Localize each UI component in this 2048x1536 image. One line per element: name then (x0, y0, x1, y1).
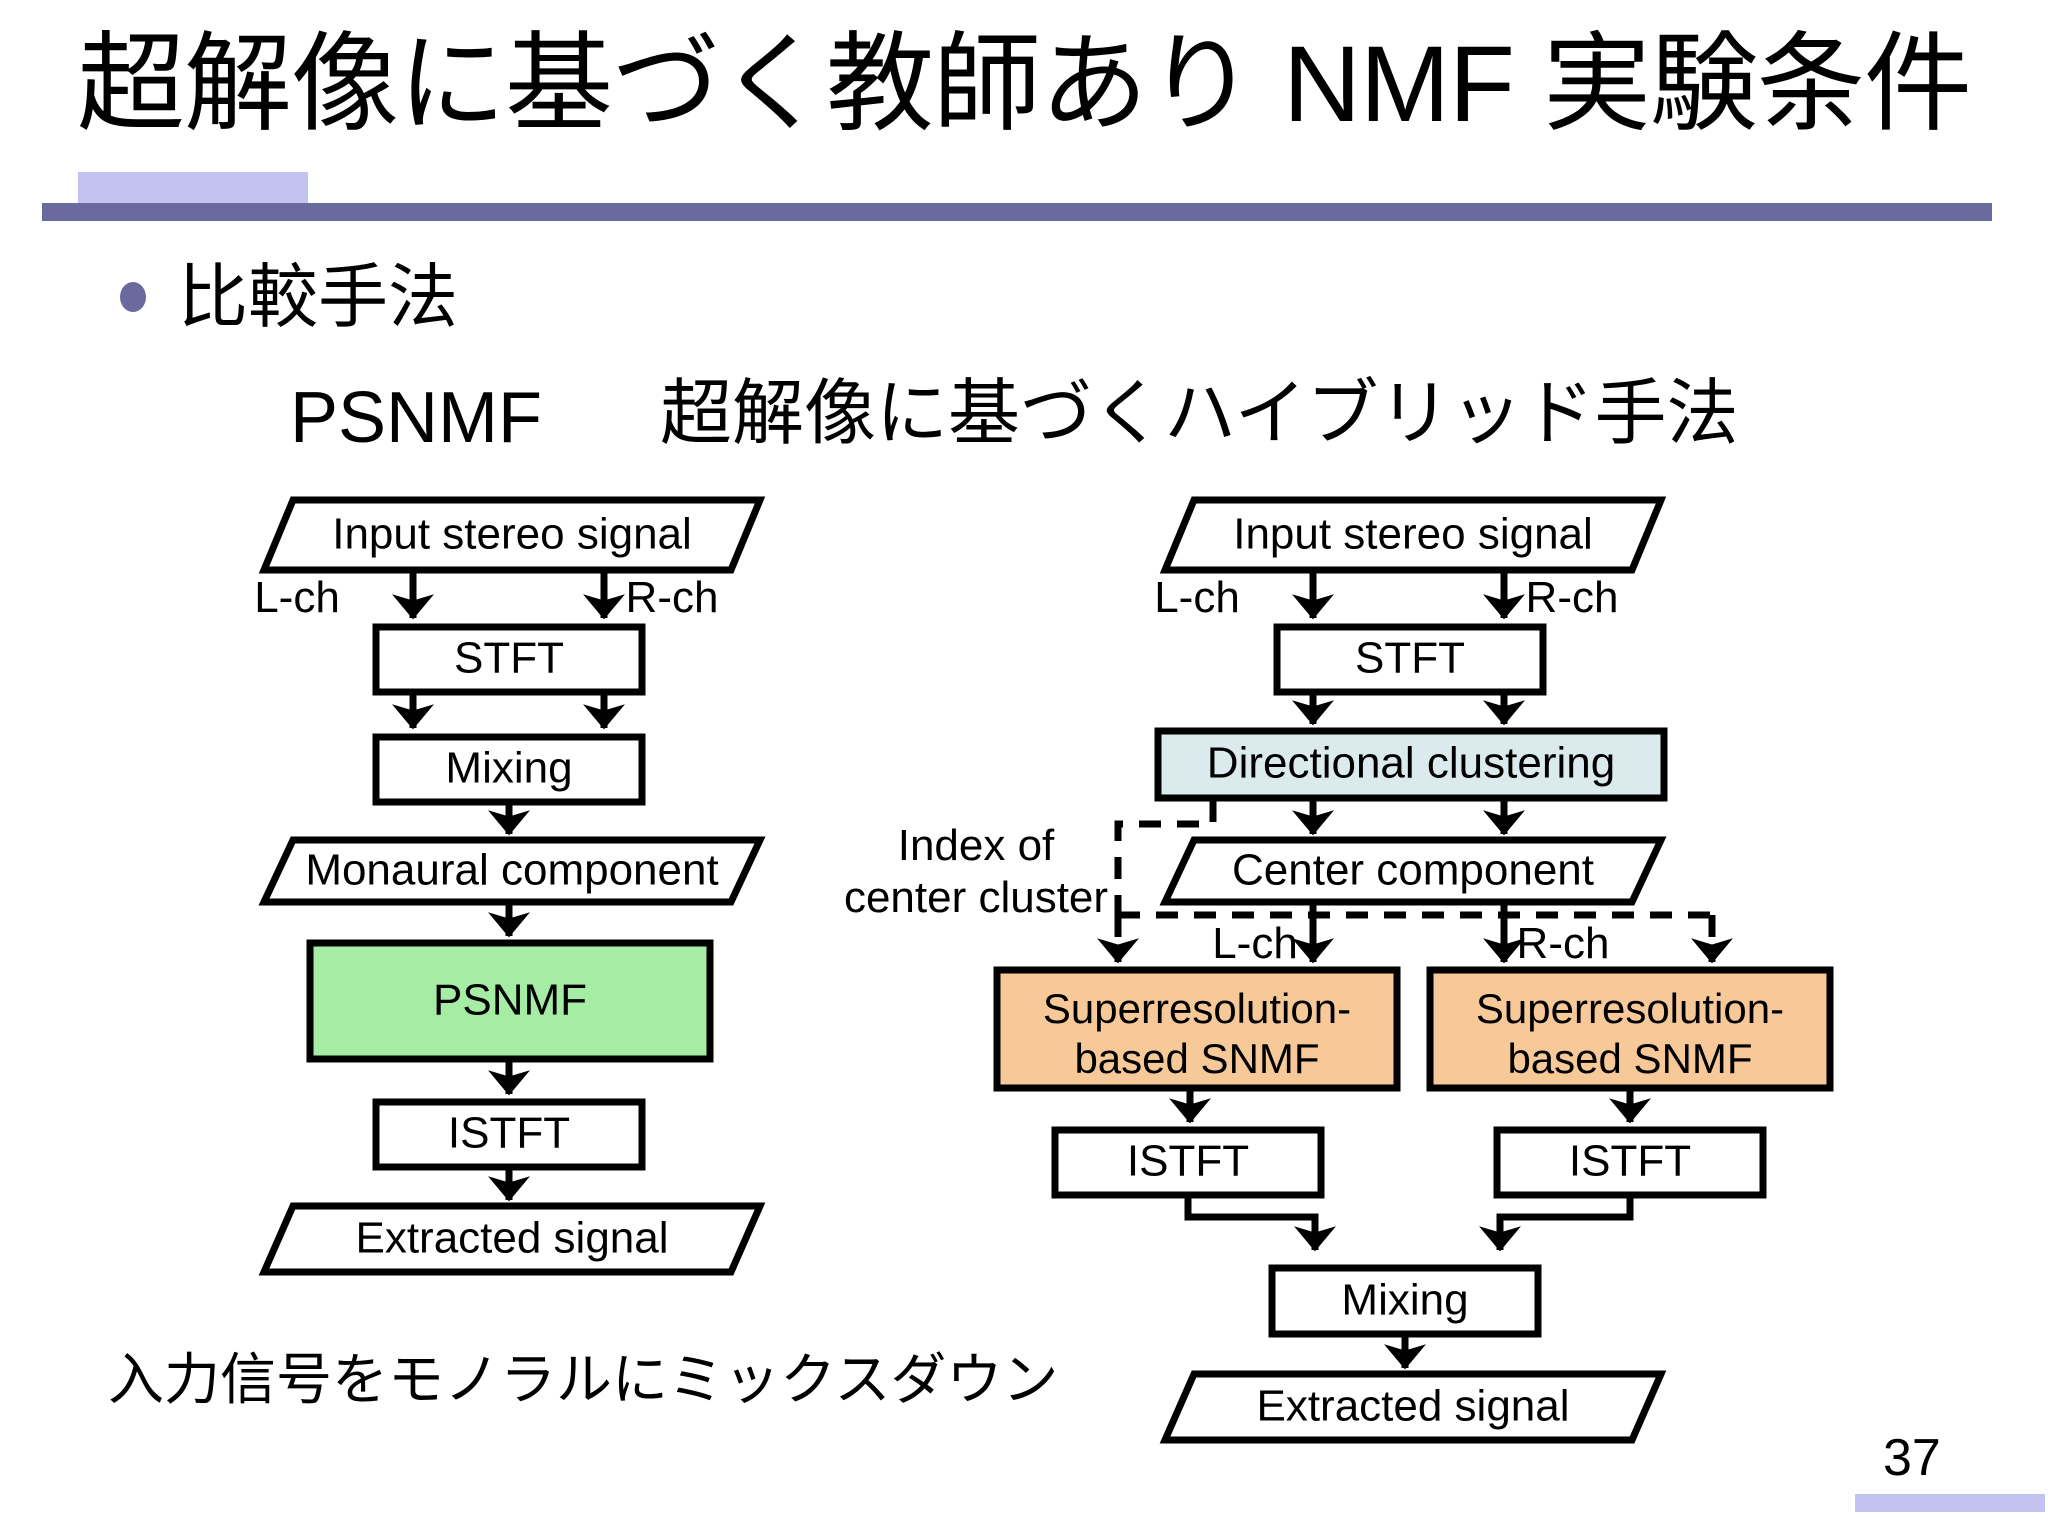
node-superresolution-snmf-right (1426, 966, 1834, 1092)
node-label-istft-hybrid-left: ISTFT (1127, 1137, 1249, 1186)
node-label-snmf-right-line2: based SNMF (1507, 1035, 1752, 1082)
node-superresolution-snmf-left (993, 966, 1401, 1092)
page-number: 37 (1883, 1429, 1941, 1487)
node-label-snmf-left-line1: Superresolution- (1043, 985, 1351, 1032)
edge-label-lch-right-mid: L-ch (1212, 919, 1298, 968)
bullet-dot-icon (120, 282, 146, 312)
bullet-label: 比較手法 (178, 258, 458, 336)
node-center-component (1159, 836, 1667, 906)
node-output-left (258, 1202, 766, 1276)
node-label-stft-right: STFT (1355, 634, 1465, 683)
node-stft-right (1273, 623, 1547, 696)
node-label-input-right: Input stereo signal (1233, 510, 1593, 559)
node-label-output-left: Extracted signal (355, 1214, 668, 1263)
edge-label-lch-right-top: L-ch (1154, 573, 1240, 622)
annotation-center-cluster: center cluster (844, 873, 1108, 922)
edge-label-rch-left: R-ch (626, 573, 719, 622)
node-stft-left (372, 623, 646, 696)
node-directional-clustering (1154, 727, 1668, 802)
node-input-stereo-signal-right (1159, 496, 1667, 574)
node-istft-left (372, 1098, 646, 1171)
node-label-psnmf: PSNMF (433, 976, 587, 1025)
edge-label-rch-right-top: R-ch (1526, 573, 1619, 622)
node-mixing-right (1268, 1264, 1542, 1338)
edge-index-dashed-left-drop (1114, 800, 1217, 915)
node-label-snmf-left-line2: based SNMF (1074, 1035, 1319, 1082)
edge-istft-right-to-mixing (1479, 1195, 1634, 1252)
node-input-stereo-signal-left (258, 496, 766, 574)
annotation-index-of: Index of (898, 821, 1055, 870)
page-title: 超解像に基づく教師あり NMF 実験条件 (77, 23, 1972, 144)
node-psnmf (306, 939, 714, 1063)
node-label-mixing-left: Mixing (445, 744, 572, 793)
node-output-right (1159, 1370, 1667, 1444)
node-label-istft-hybrid-right: ISTFT (1569, 1137, 1691, 1186)
diagram-heading-hybrid: 超解像に基づくハイブリッド手法 (660, 374, 1739, 454)
bullet-comparison-methods: 比較手法 (120, 262, 458, 332)
title-divider-rule (42, 203, 1992, 221)
node-label-input-left: Input stereo signal (332, 510, 692, 559)
page-number-accent-bar (1855, 1494, 2045, 1512)
node-istft-right-right (1493, 1126, 1767, 1199)
edge-istft-left-to-mixing (1184, 1195, 1337, 1252)
node-label-directional-clustering: Directional clustering (1207, 739, 1615, 788)
node-label-center-component: Center component (1232, 846, 1594, 895)
node-monaural-component (258, 836, 766, 906)
node-label-output-right: Extracted signal (1256, 1382, 1569, 1431)
edge-label-lch-left: L-ch (254, 573, 340, 622)
edge-label-rch-right-mid: R-ch (1517, 919, 1610, 968)
node-label-monaural: Monaural component (305, 846, 718, 895)
node-label-stft-left: STFT (454, 634, 564, 683)
diagram-heading-psnmf: PSNMF (290, 378, 542, 458)
node-label-istft-left: ISTFT (448, 1109, 570, 1158)
title-accent-box (78, 172, 308, 206)
node-label-snmf-right-line1: Superresolution- (1476, 985, 1784, 1032)
footnote-text: 入力信号をモノラルにミックスダウン (108, 1348, 1059, 1411)
node-label-mixing-right: Mixing (1341, 1276, 1468, 1325)
